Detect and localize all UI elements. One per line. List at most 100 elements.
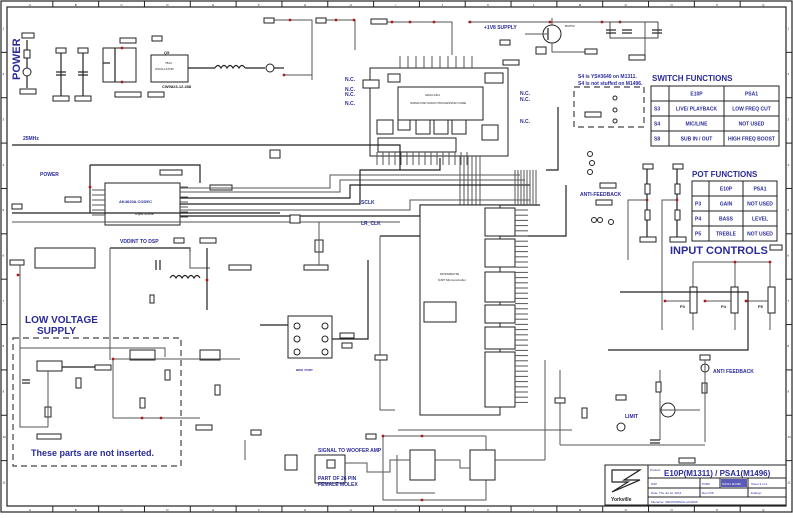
table-cell: BASS: [719, 217, 734, 223]
table-cell: P4: [695, 217, 701, 223]
svg-text:PART OF 26 PIN: PART OF 26 PIN: [318, 476, 357, 482]
border-row-label: 5: [3, 208, 5, 212]
table-cell: LEVEL: [752, 217, 768, 223]
svg-text:M1311 M1496: M1311 M1496: [722, 482, 741, 486]
s4-switch-area: S4 is YS#3640 on M1311. S4 is not stuffe…: [546, 74, 645, 171]
border-col-label: H: [350, 508, 352, 512]
svg-text:S4 is not stuffed on M1496.: S4 is not stuffed on M1496.: [578, 81, 643, 87]
svg-text:Filename: X8010V08SCH.sch2006: Filename: X8010V08SCH.sch2006: [651, 500, 698, 504]
border-col-label: G: [304, 508, 307, 512]
svg-text:S4 is YS#3640 on M1311.: S4 is YS#3640 on M1311.: [578, 74, 637, 80]
border-col-label: L: [533, 3, 535, 7]
codec-ak4620a: AK4620A CODEC Digital Section: [11, 164, 233, 226]
oscillator-q5: Q5 7824 OSCILLATOR CW0823-12.288: [147, 35, 192, 98]
border-col-label: P: [716, 508, 718, 512]
border-row-label: 5: [788, 208, 790, 212]
woofer-label: SIGNAL TO WOOFER AMP: [318, 448, 382, 454]
table-cell: SUB IN / OUT: [681, 137, 713, 143]
border-col-label: N: [625, 3, 627, 7]
svg-text:ADAU1401: ADAU1401: [425, 93, 440, 97]
table-cell: S3: [654, 107, 660, 113]
low-voltage-title-1: LOW VOLTAGE: [25, 315, 98, 326]
input-pots: P3 P4 P5: [608, 260, 776, 351]
border-row-label: 1: [3, 27, 5, 31]
mcu-left-wire: [379, 236, 395, 411]
border-row-label: 1: [788, 27, 790, 31]
power-title: POWER: [11, 38, 23, 80]
border-row-label: 7: [3, 299, 5, 303]
svg-text:Date: Thu Jul 12, 2012: Date: Thu Jul 12, 2012: [651, 491, 682, 495]
border-col-label: A: [29, 3, 31, 7]
border-col-label: J: [441, 508, 443, 512]
vdd-supply-label: +1V8 SUPPLY: [484, 25, 517, 31]
table-cell: S8: [654, 137, 660, 143]
mcu-mc9s08: MC9S08GT60 8-BIT Microcontroller: [419, 170, 537, 416]
border-row-label: 11: [788, 480, 791, 484]
vddint-regulator: [9, 237, 252, 380]
svg-text:FEMALE MOLEX: FEMALE MOLEX: [318, 482, 358, 488]
table-cell: LIVE/ PLAYBACK: [676, 107, 718, 113]
svg-text:Rev:V08: Rev:V08: [702, 491, 714, 495]
decoupling-caps-2: [102, 37, 142, 98]
svg-text:OSCILLATOR: OSCILLATOR: [155, 67, 175, 71]
table-cell: NOT USED: [739, 122, 765, 128]
sclk-label: SCLK: [361, 200, 375, 206]
not-inserted-note: These parts are not inserted.: [31, 448, 154, 458]
svg-text:7824: 7824: [165, 61, 172, 65]
svg-text:P4: P4: [721, 304, 727, 309]
svg-text:CW0823-12.288: CW0823-12.288: [162, 84, 192, 89]
svg-text:SIGMA DSP AUDIO PROCESSOR CORE: SIGMA DSP AUDIO PROCESSOR CORE: [410, 101, 466, 105]
input-controls-title: INPUT CONTROLS: [670, 245, 768, 257]
border-col-label: C: [121, 508, 124, 512]
input-controls-net: [769, 244, 783, 251]
svg-text:MC9S08GT60: MC9S08GT60: [440, 272, 460, 276]
table-cell: TREBLE: [716, 232, 737, 238]
border-col-label: G: [304, 3, 307, 7]
border-col-label: M: [579, 3, 582, 7]
border-row-label: 4: [788, 163, 790, 167]
table-cell: PSA1: [753, 187, 766, 193]
border-col-label: F: [258, 3, 260, 7]
switch-functions-title: SWITCH FUNCTIONS: [652, 74, 733, 83]
limit-led-area: LIMIT ANTI FEEDBACK: [554, 354, 754, 446]
border-row-label: 10: [3, 435, 7, 439]
low-voltage-title-2: SUPPLY: [37, 326, 76, 337]
border-col-label: B: [75, 3, 77, 7]
svg-text:DSP: DSP: [651, 482, 657, 486]
left-bottom-ic: [244, 429, 298, 471]
table-cell: E10P: [690, 92, 703, 98]
border-col-label: D: [166, 508, 169, 512]
svg-text:Product: Product: [650, 468, 661, 472]
table-cell: P5: [695, 232, 701, 238]
border-col-label: N: [625, 508, 627, 512]
border-col-label: Q: [762, 508, 765, 512]
border-col-label: K: [487, 3, 489, 7]
caps-right-top: [606, 21, 662, 61]
table-cell: S4: [654, 122, 660, 128]
svg-text:N.C.: N.C.: [345, 77, 356, 83]
lr-clk-label: LR_CLK: [361, 221, 381, 227]
table-cell: LOW FREQ CUT: [732, 107, 771, 113]
decoupling-caps-1: [52, 47, 92, 102]
border-col-label: E: [212, 3, 214, 7]
svg-text:Q5: Q5: [164, 50, 170, 55]
table-cell: HIGH FREQ BOOST: [728, 137, 775, 143]
border-row-label: 4: [3, 163, 5, 167]
svg-text:EnEngr:: EnEngr:: [751, 491, 762, 495]
svg-text:N.C.: N.C.: [345, 92, 356, 98]
border-row-label: 11: [3, 480, 6, 484]
table-cell: GAIN: [720, 202, 733, 208]
power-label: POWER: [40, 172, 59, 178]
border-col-label: I: [396, 3, 397, 7]
border-col-label: B: [75, 508, 77, 512]
border-col-label: E: [212, 508, 214, 512]
border-row-label: 9: [788, 390, 790, 394]
svg-text:P3: P3: [680, 304, 686, 309]
mcu-net: [374, 354, 388, 361]
low-voltage-regulators: [19, 347, 240, 440]
not-inserted-area: [12, 337, 182, 467]
